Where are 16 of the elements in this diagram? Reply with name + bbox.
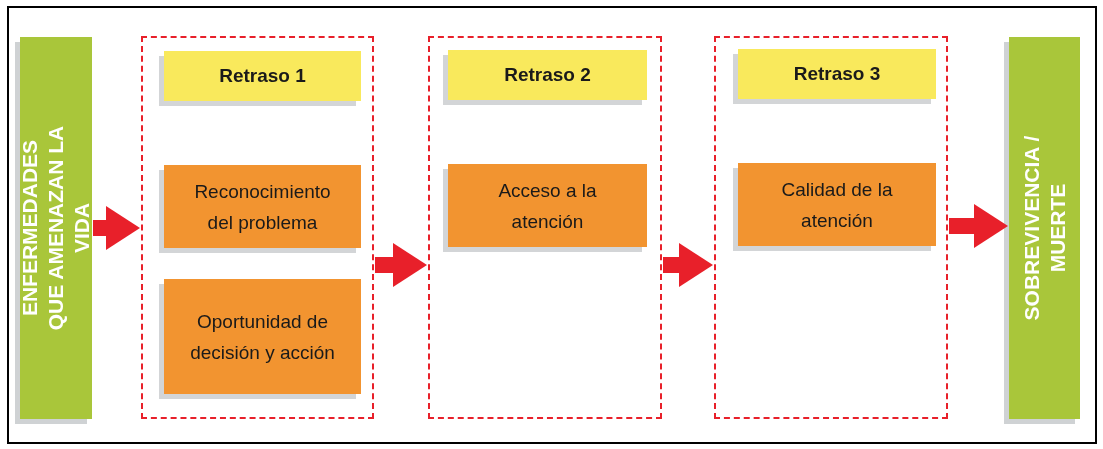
- block-arrow: [949, 204, 1008, 248]
- step-label: Reconocimiento del problema: [193, 179, 332, 235]
- heading-label: Retraso 2: [504, 62, 591, 87]
- heading-label: Retraso 3: [793, 61, 881, 86]
- heading-label: Retraso 1: [219, 63, 306, 88]
- dashed-group-box: [428, 36, 662, 419]
- bar-label: SOBREVIVENCIA / MUERTE: [1018, 134, 1070, 323]
- dashed-group-box: [141, 36, 374, 419]
- step-label: Oportunidad de decisión y acción: [189, 309, 336, 365]
- step-label: Calidad de la atención: [780, 177, 894, 233]
- block-arrow: [375, 243, 427, 287]
- step-label: Acceso a la atención: [497, 178, 598, 234]
- block-arrow: [663, 243, 713, 287]
- block-arrow: [93, 206, 140, 250]
- dashed-group-box: [714, 36, 948, 419]
- bar-label: ENFERMEDADES QUE AMENAZAN LA VIDA: [17, 124, 94, 333]
